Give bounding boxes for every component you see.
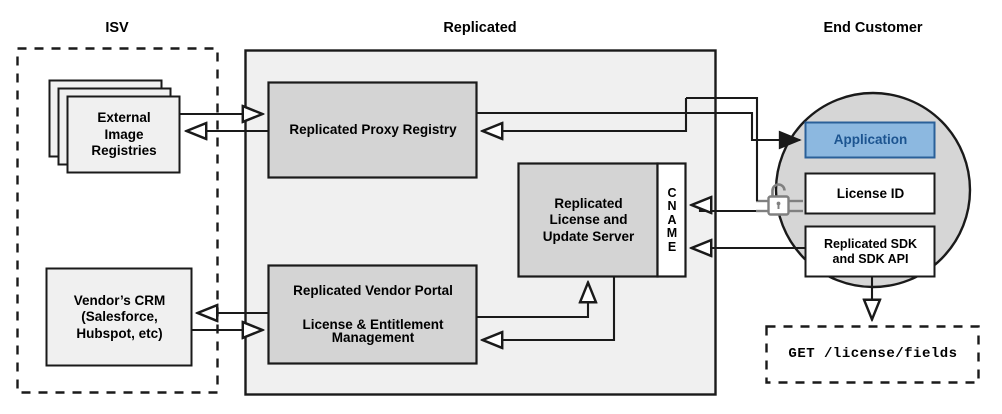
vendor-portal-line-3: Management <box>331 330 415 346</box>
connector-portal-to-license-server <box>477 282 588 319</box>
vendors-crm-line-3: Hubspot, etc) <box>76 325 163 341</box>
license-server-line-2: License and <box>549 212 628 228</box>
vendors-crm-line-2: (Salesforce, <box>81 309 158 325</box>
cname-letter-a: A <box>667 212 677 227</box>
connector-proxy-to-application <box>477 111 800 140</box>
replicated-vendor-portal-label: Replicated Vendor Portal License & Entit… <box>269 266 477 364</box>
license-id-box <box>804 172 936 215</box>
cname-strip-box <box>656 162 687 278</box>
replicated-vendor-portal-box <box>267 264 478 365</box>
license-id-label: License ID <box>836 185 905 201</box>
replicated-license-update-server-label: Replicated License and Update Server <box>519 164 658 277</box>
cname-letter-e: E <box>667 239 677 254</box>
vendors-crm-label: Vendor’s CRM (Salesforce, Hubspot, etc) <box>47 269 192 366</box>
replicated-proxy-registry-label: Replicated Proxy Registry <box>289 122 457 138</box>
cname-letter-m: M <box>666 226 678 241</box>
external-registries-line-1: External <box>97 110 151 126</box>
replicated-sdk-line-1: Replicated SDK <box>823 236 918 251</box>
cname-letter-c: C <box>667 185 677 200</box>
connector-license-server-to-portal <box>482 277 616 340</box>
api-request-label: GET /license/fields <box>788 346 958 363</box>
cname-letter-n: N <box>667 199 677 214</box>
unlocked-padlock-icon <box>756 183 803 216</box>
external-registries-box <box>66 95 181 174</box>
replicated-sdk-line-2: and SDK API <box>832 252 909 266</box>
external-registries-line-2: Image <box>104 126 144 142</box>
application-label: Application <box>833 132 908 148</box>
section-title-replicated: Replicated <box>443 20 517 36</box>
connector-license-id-to-cname <box>691 205 756 211</box>
license-server-line-3: Update Server <box>542 228 635 244</box>
api-request-box <box>765 325 980 384</box>
section-title-isv: ISV <box>105 20 129 36</box>
replicated-proxy-registry-box <box>267 81 478 179</box>
application-box <box>804 121 936 159</box>
license-server-line-1: Replicated <box>554 195 623 211</box>
section-title-end-customer: End Customer <box>823 20 923 36</box>
connector-customer-to-proxy <box>686 96 759 201</box>
replicated-sdk-box <box>804 225 936 278</box>
external-registries-line-3: Registries <box>91 143 157 159</box>
external-registries-label: External Image Registries <box>68 97 180 173</box>
vendor-portal-line-1: Replicated Vendor Portal <box>293 283 453 299</box>
replicated-sdk-label: Replicated SDK and SDK API <box>806 227 935 277</box>
vendors-crm-box <box>45 267 193 367</box>
vendors-crm-line-1: Vendor’s CRM <box>73 292 166 308</box>
cname-strip-label: C N A M E <box>658 164 686 277</box>
vendor-portal-line-2: License & Entitlement <box>302 316 444 332</box>
connector-customer-to-proxy-tail <box>482 98 688 131</box>
